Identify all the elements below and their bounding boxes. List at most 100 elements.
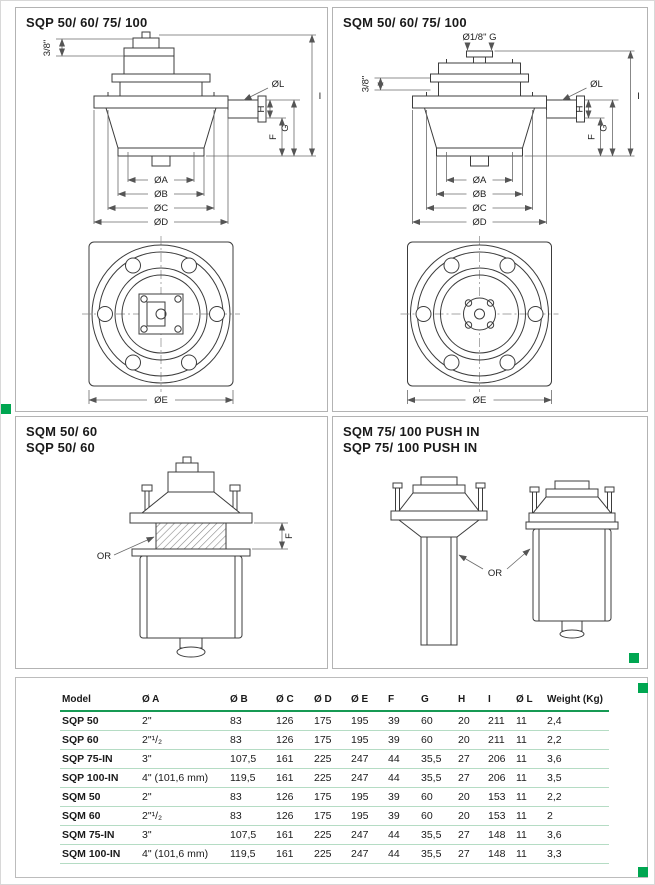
sqm-technical-drawing: Ø1/8" G 3/8" ØL H F G I ØA ØB ØC ØD ØE (361, 32, 640, 406)
value-cell: 35,5 (419, 825, 456, 845)
value-cell: 20 (456, 787, 486, 807)
value-cell: 2" (140, 787, 228, 807)
value-cell: 3,5 (545, 768, 609, 788)
dim-label-g: G (599, 124, 610, 131)
value-cell: 35,5 (419, 844, 456, 864)
value-cell: 11 (514, 844, 545, 864)
value-cell: 2,2 (545, 787, 609, 807)
o-ring-label: OR (97, 551, 111, 562)
dimension-labels: 3/8" ØL H F G I ØA ØB ØC ØD ØE (42, 40, 321, 406)
value-cell: 20 (456, 730, 486, 750)
value-cell: 247 (349, 768, 386, 788)
value-cell: 27 (456, 844, 486, 864)
value-cell: 11 (514, 711, 545, 731)
value-cell: 161 (274, 844, 312, 864)
value-cell: 39 (386, 787, 419, 807)
dim-label-backers (148, 174, 174, 227)
value-cell: 39 (386, 711, 419, 731)
column-header: I (486, 691, 514, 712)
model-cell: SQM 50 (60, 787, 140, 807)
dim-label-thread: 3/8" (42, 40, 53, 57)
value-cell: 3" (140, 749, 228, 769)
dim-label-oe: ØE (473, 395, 487, 406)
green-marker (1, 404, 11, 414)
value-cell: 195 (349, 730, 386, 750)
push-in-external-view (525, 480, 619, 639)
value-cell: 4" (101,6 mm) (140, 844, 228, 864)
value-cell: 247 (349, 844, 386, 864)
column-header: Weight (Kg) (545, 691, 609, 712)
value-cell: 126 (274, 711, 312, 731)
column-header: F (386, 691, 419, 712)
value-cell: 11 (514, 806, 545, 826)
dim-label-od: ØD (154, 217, 168, 228)
dim-label-g: G (280, 124, 291, 131)
value-cell: 83 (228, 806, 274, 826)
panel-title-line2: SQP 50/ 60 (26, 440, 95, 455)
dim-label-thread: 3/8" (361, 76, 372, 93)
column-header: Ø E (349, 691, 386, 712)
dim-label-od: ØD (472, 217, 486, 228)
valve-side-view (412, 50, 585, 167)
column-header: Ø B (228, 691, 274, 712)
value-cell: 148 (486, 825, 514, 845)
value-cell: 83 (228, 711, 274, 731)
value-cell: 107,5 (228, 749, 274, 769)
flange-bottom-view (400, 236, 559, 392)
value-cell: 206 (486, 768, 514, 788)
value-cell: 83 (228, 787, 274, 807)
value-cell: 2"¹/₂ (140, 806, 228, 826)
value-cell: 2,2 (545, 730, 609, 750)
model-cell: SQM 100-IN (60, 844, 140, 864)
value-cell: 60 (419, 711, 456, 731)
value-cell: 119,5 (228, 844, 274, 864)
value-cell: 11 (514, 730, 545, 750)
value-cell: 119,5 (228, 768, 274, 788)
value-cell: 44 (386, 768, 419, 788)
panel-push-in-75-100: SQM 75/ 100 PUSH IN SQP 75/ 100 PUSH IN (332, 416, 648, 669)
value-cell: 11 (514, 768, 545, 788)
value-cell: 161 (274, 749, 312, 769)
green-marker (638, 683, 648, 693)
value-cell: 126 (274, 806, 312, 826)
value-cell: 247 (349, 749, 386, 769)
value-cell: 83 (228, 730, 274, 750)
model-cell: SQP 60 (60, 730, 140, 750)
value-cell: 3,6 (545, 749, 609, 769)
green-marker (638, 867, 648, 877)
value-cell: 225 (312, 768, 349, 788)
oe-label-backer (465, 394, 494, 405)
value-cell: 195 (349, 711, 386, 731)
column-header: Model (60, 691, 140, 712)
dim-label-f: F (268, 134, 279, 140)
push-in-valves-drawing: OR (390, 476, 619, 646)
value-cell: 27 (456, 749, 486, 769)
dimension-lines (113, 522, 288, 556)
value-cell: 225 (312, 749, 349, 769)
push-in-section-view (390, 476, 488, 646)
value-cell: 175 (312, 787, 349, 807)
column-header: G (419, 691, 456, 712)
column-header: H (456, 691, 486, 712)
panel-sqm-dimensions: SQM 50/ 60/ 75/ 100 (332, 7, 648, 412)
threaded-valve-drawing: OR F (97, 456, 295, 658)
value-cell: 126 (274, 730, 312, 750)
dim-label-h: H (575, 105, 586, 112)
value-cell: 195 (349, 787, 386, 807)
model-cell: SQM 60 (60, 806, 140, 826)
valve-side-view (93, 31, 267, 167)
value-cell: 225 (312, 825, 349, 845)
value-cell: 161 (274, 768, 312, 788)
dim-label-i: I (319, 91, 322, 102)
dim-label-ol: ØL (590, 79, 603, 90)
